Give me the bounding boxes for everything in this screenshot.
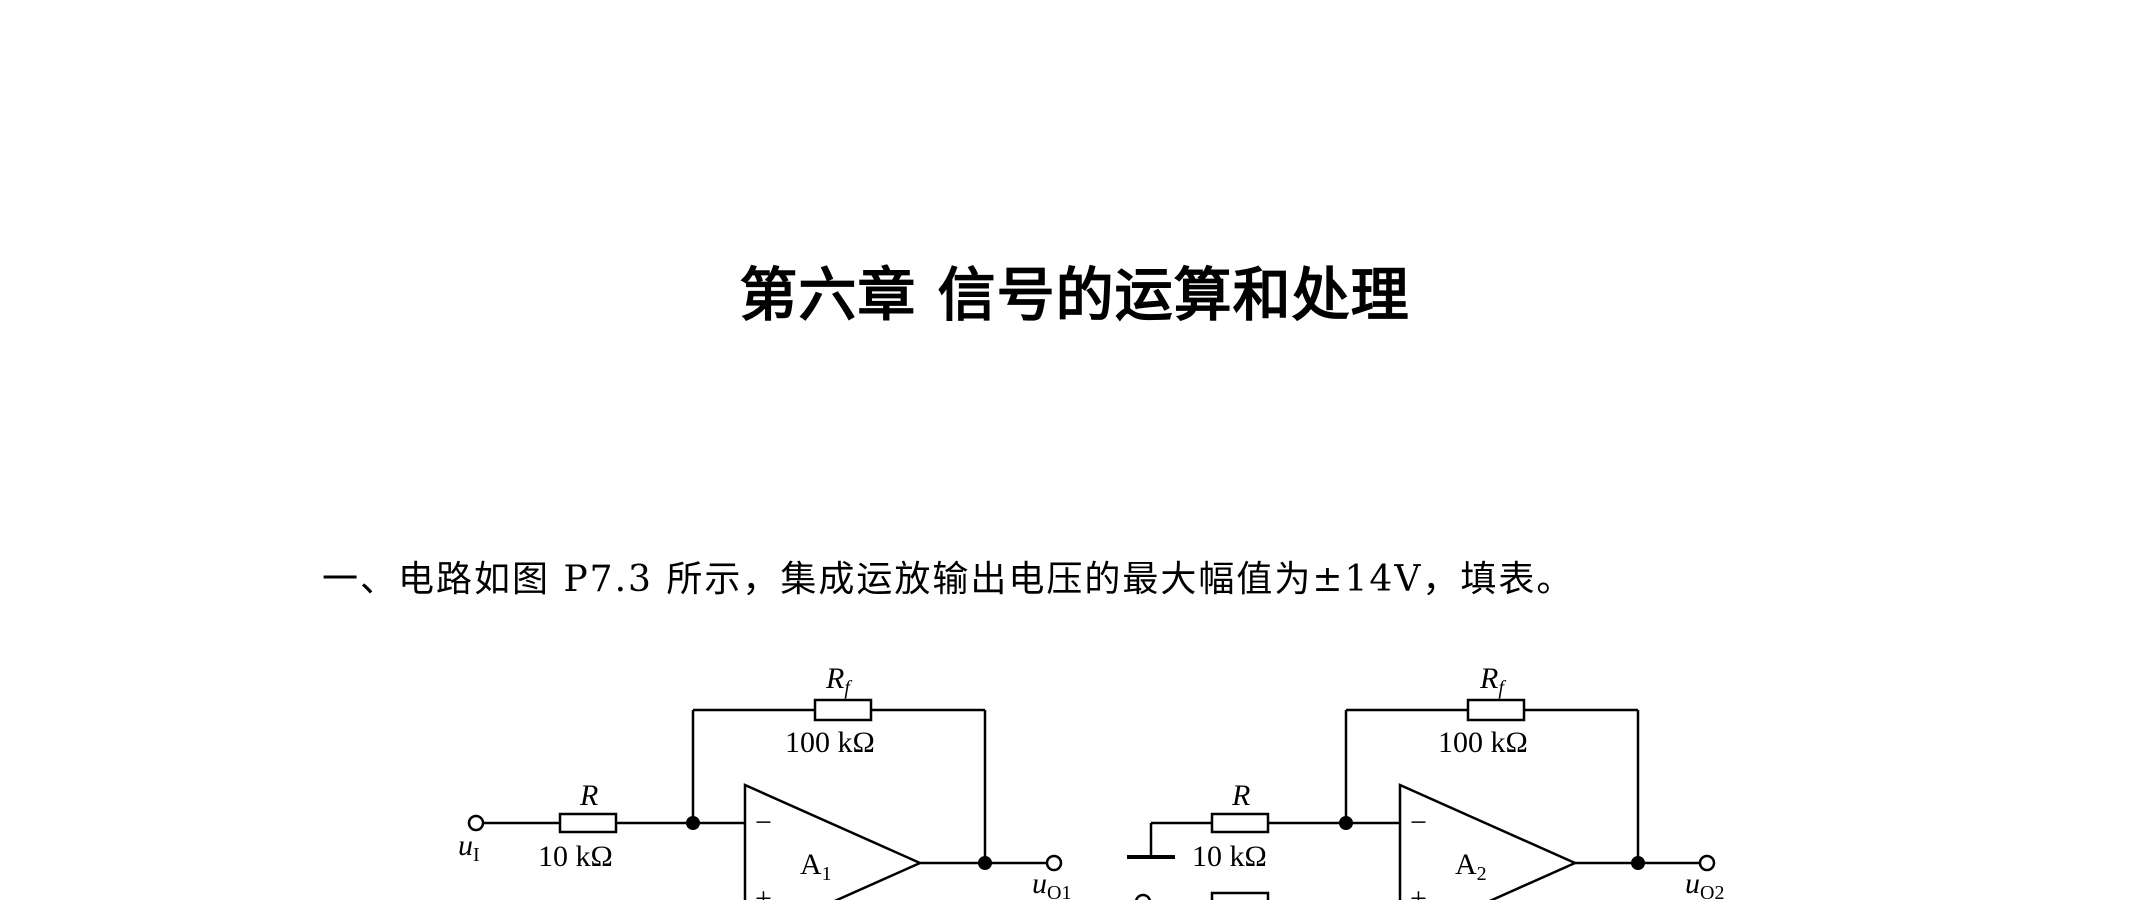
input-label: uI <box>458 829 480 866</box>
rf-label: Rf <box>1479 662 1506 699</box>
junction-node <box>1339 816 1353 830</box>
rf-label: Rf <box>825 662 852 699</box>
minus-sign: − <box>755 806 772 839</box>
output-terminal <box>1045 854 1063 872</box>
junction-node <box>1631 856 1645 870</box>
chapter-title: 第六章 信号的运算和处理 <box>739 261 1410 329</box>
resistor-r <box>558 812 618 834</box>
rf-value: 100 kΩ <box>1438 726 1528 759</box>
output-terminal <box>1698 854 1716 872</box>
circuit-2 <box>1127 698 1716 900</box>
junction-node <box>686 816 700 830</box>
question-text: 一、电路如图 P7.3 所示，集成运放输出电压的最大幅值为±14V，填表。 <box>322 559 1575 600</box>
input-terminal <box>467 814 485 832</box>
resistor-r2 <box>1210 891 1270 900</box>
output-label: uO2 <box>1685 867 1724 900</box>
resistor-rf <box>813 698 873 722</box>
output-label: uO1 <box>1032 867 1071 900</box>
input-terminal <box>1134 893 1152 900</box>
opamp-a2 <box>1398 783 1579 900</box>
plus-sign: + <box>755 882 772 900</box>
opamp-a1 <box>743 783 924 900</box>
junction-node <box>978 856 992 870</box>
minus-sign: − <box>1410 806 1427 839</box>
plus-sign: + <box>1410 882 1427 900</box>
rf-value: 100 kΩ <box>785 726 875 759</box>
r-value: 10 kΩ <box>1192 840 1267 873</box>
r-label: R <box>1231 779 1250 812</box>
opamp-label: A1 <box>800 848 832 885</box>
r-value: 10 kΩ <box>538 840 613 873</box>
resistor-rf <box>1466 698 1526 722</box>
resistor-r <box>1210 812 1270 834</box>
opamp-label: A2 <box>1455 848 1487 885</box>
r-label: R <box>579 779 598 812</box>
